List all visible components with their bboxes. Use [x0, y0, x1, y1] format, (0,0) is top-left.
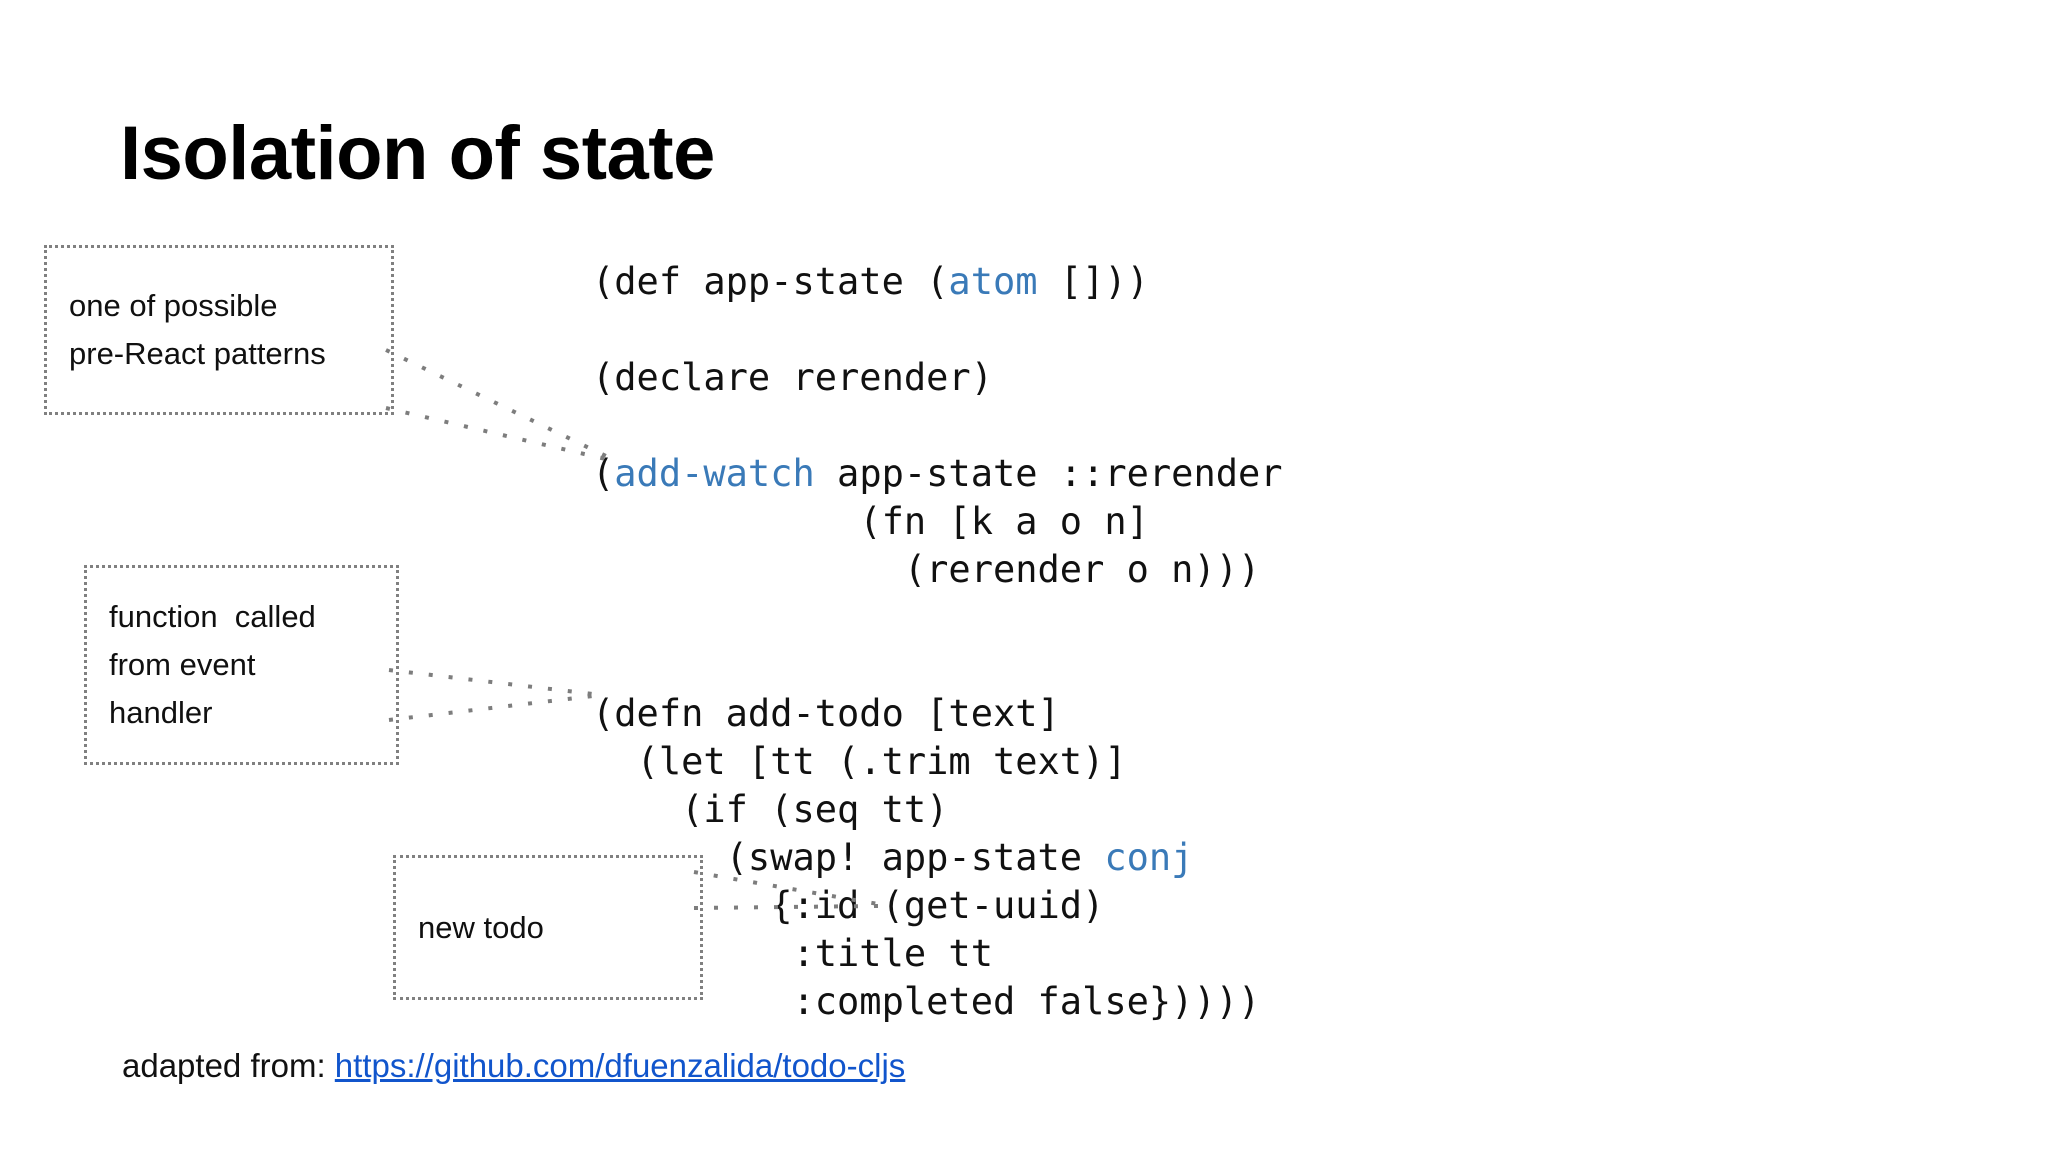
code-text: app-state ::rerender [814, 452, 1283, 495]
code-text: (fn [k a o n] [592, 500, 1149, 543]
code-text: :completed false})))) [592, 980, 1261, 1023]
code-line: (add-watch app-state ::rerender [592, 450, 1283, 498]
callout-line: new todo [418, 909, 544, 945]
connector-line-pre-react [385, 348, 611, 462]
code-line: (def app-state (atom [])) [592, 258, 1283, 306]
code-line: (rerender o n))) [592, 546, 1283, 594]
code-line: :title tt [592, 930, 1283, 978]
source-link[interactable]: https://github.com/dfuenzalida/todo-cljs [334, 1047, 906, 1084]
code-text: (defn add-todo [text] [592, 692, 1060, 735]
page-title: Isolation of state [120, 111, 715, 196]
code-text: (def app-state ( [592, 260, 949, 303]
code-text: ( [592, 452, 615, 495]
code-keyword: atom [948, 260, 1038, 303]
callout-line: handler [109, 695, 213, 730]
code-text: (rerender o n))) [592, 548, 1261, 591]
code-text: :title tt [592, 932, 993, 975]
code-keyword: conj [1104, 836, 1194, 879]
callout-pre-react-patterns: one of possible pre-React patterns [44, 245, 394, 415]
code-block: (def app-state (atom [])) (declare reren… [592, 258, 1283, 1026]
footer-prefix: adapted from: [122, 1047, 335, 1084]
code-text: (if (seq tt) [592, 788, 949, 831]
callout-line: one of possible [69, 288, 278, 323]
code-line: (declare rerender) [592, 354, 1283, 402]
callout-line: pre-React patterns [69, 336, 326, 371]
code-line: :completed false})))) [592, 978, 1283, 1026]
callout-function-called-from-event-handler: function called from event handler [84, 565, 399, 765]
code-keyword: add-watch [614, 452, 815, 495]
connector-line-event-handler [388, 668, 594, 722]
code-line: (defn add-todo [text] [592, 690, 1283, 738]
callout-new-todo: new todo [393, 855, 703, 1000]
callout-line: from event [109, 647, 256, 682]
code-line [592, 306, 1283, 354]
code-line: (fn [k a o n] [592, 498, 1283, 546]
callout-line: function called [109, 599, 316, 634]
footer-attribution: adapted from: https://github.com/dfuenza… [122, 1047, 905, 1085]
code-line: (let [tt (.trim text)] [592, 738, 1283, 786]
code-line: (if (seq tt) [592, 786, 1283, 834]
code-text: (let [tt (.trim text)] [592, 740, 1127, 783]
code-line [592, 402, 1283, 450]
code-text: [])) [1037, 260, 1149, 303]
code-line [592, 642, 1283, 690]
code-line [592, 594, 1283, 642]
code-text: (declare rerender) [592, 356, 993, 399]
